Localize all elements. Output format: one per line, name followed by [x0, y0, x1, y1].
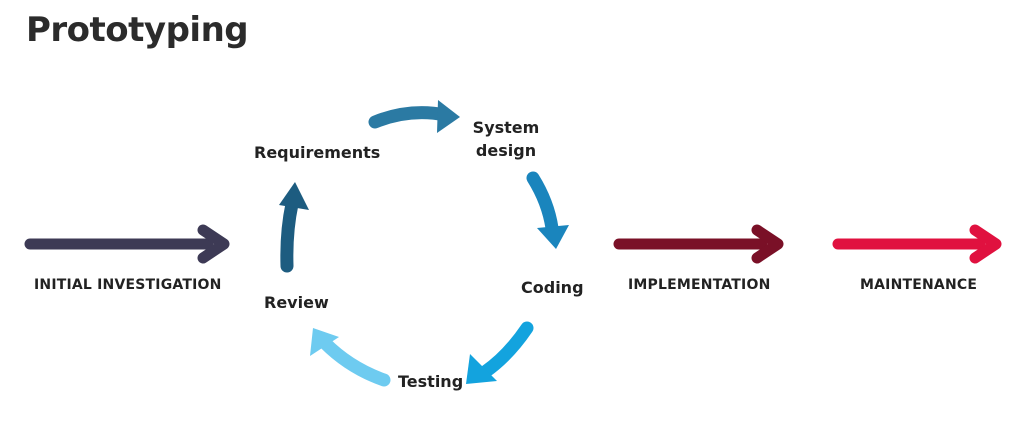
design-to-coding-arrow — [526, 171, 569, 249]
maintenance-label: MAINTENANCE — [860, 277, 978, 293]
implementation-arrow — [613, 224, 784, 264]
requirements-label: Requirements — [254, 143, 381, 162]
page-title: Prototyping — [26, 10, 249, 50]
review-to-requirements-arrow — [279, 182, 309, 273]
system-design-line2: design — [475, 141, 537, 160]
initial-investigation-arrow — [24, 224, 230, 264]
requirements-to-design-arrow — [368, 100, 460, 133]
initial-investigation-label: INITIAL INVESTIGATION — [34, 277, 222, 293]
system-design-line1: System — [472, 118, 540, 137]
system-design-label: System design — [473, 116, 540, 162]
testing-to-review-arrow — [310, 328, 391, 387]
implementation-label: IMPLEMENTATION — [628, 277, 771, 293]
coding-to-testing-arrow — [466, 321, 534, 384]
maintenance-arrow — [832, 224, 1002, 264]
testing-label: Testing — [398, 372, 464, 391]
review-label: Review — [264, 293, 329, 312]
coding-label: Coding — [521, 278, 584, 297]
